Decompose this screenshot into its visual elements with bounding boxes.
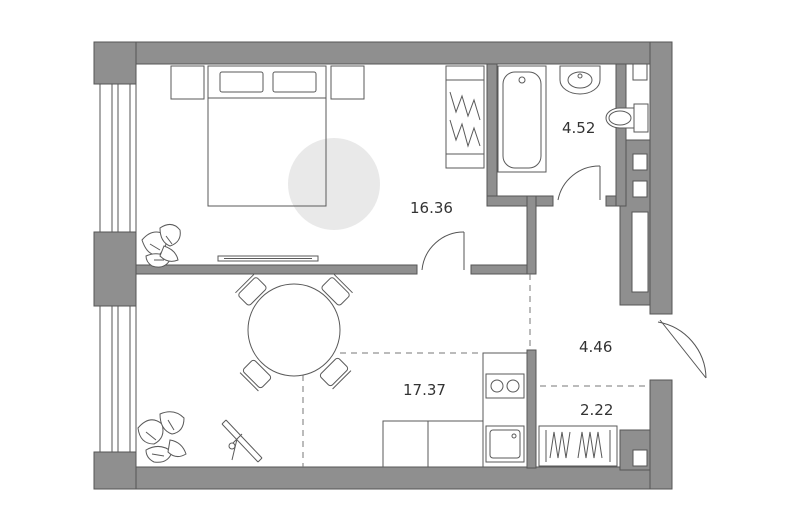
bed-icon [207,65,327,207]
wall-bath-vertical [526,195,537,275]
wall-right-lower [649,379,673,490]
door-entrance [657,319,707,379]
wall-partition-bedroom-kitchen [135,264,418,275]
hallway-area-label: 4.46 [579,338,612,356]
wall-partition-short [470,264,532,275]
easel-icon [221,419,263,463]
vent-shafts [631,63,649,467]
storage-area-label: 2.22 [580,401,613,419]
wall-bath-bottom-left [486,195,554,207]
sink-icon [559,65,601,95]
kitchen-living-area-label: 17.37 [403,381,446,399]
plant-icon [141,224,181,268]
wall-left-bottom [93,451,137,490]
door-bedroom [421,231,465,271]
toilet-icon [605,103,649,133]
dining-table-icon [247,283,341,377]
door-bathroom [557,165,601,201]
vent-shaft [632,449,648,467]
radiator-icon [217,255,319,262]
vent-shaft [632,63,648,81]
closet-icon [538,425,618,467]
chair-icon [239,359,272,392]
kitchen-sink-icon [485,425,525,463]
wall-bath-right-stub [615,63,627,207]
bathroom-area-label: 4.52 [562,119,595,137]
wall-left-top [93,41,137,85]
wall-left-mid [93,231,137,307]
wardrobe-icon [445,65,485,169]
vent-shaft [631,211,649,293]
nightstand-icon [330,65,365,100]
chair-icon [235,274,267,306]
cooktop-icon [485,373,525,399]
wall-right-upper [649,41,673,315]
nightstand-icon [170,65,205,100]
wall-top [93,41,673,65]
chair-icon [321,274,353,306]
vent-shaft [632,153,648,171]
plant-icon [137,411,187,463]
bedroom-area-label: 16.36 [410,199,453,217]
chair-icon [319,357,352,390]
vent-shaft [632,180,648,198]
wall-bath-left [486,63,498,207]
wall-kitchen-divider [526,349,537,469]
rug-icon [288,138,380,230]
doors [421,165,707,379]
window-upper [99,83,137,233]
wall-bottom [93,466,673,490]
window-lower [99,305,137,453]
bathtub-icon [497,65,547,173]
